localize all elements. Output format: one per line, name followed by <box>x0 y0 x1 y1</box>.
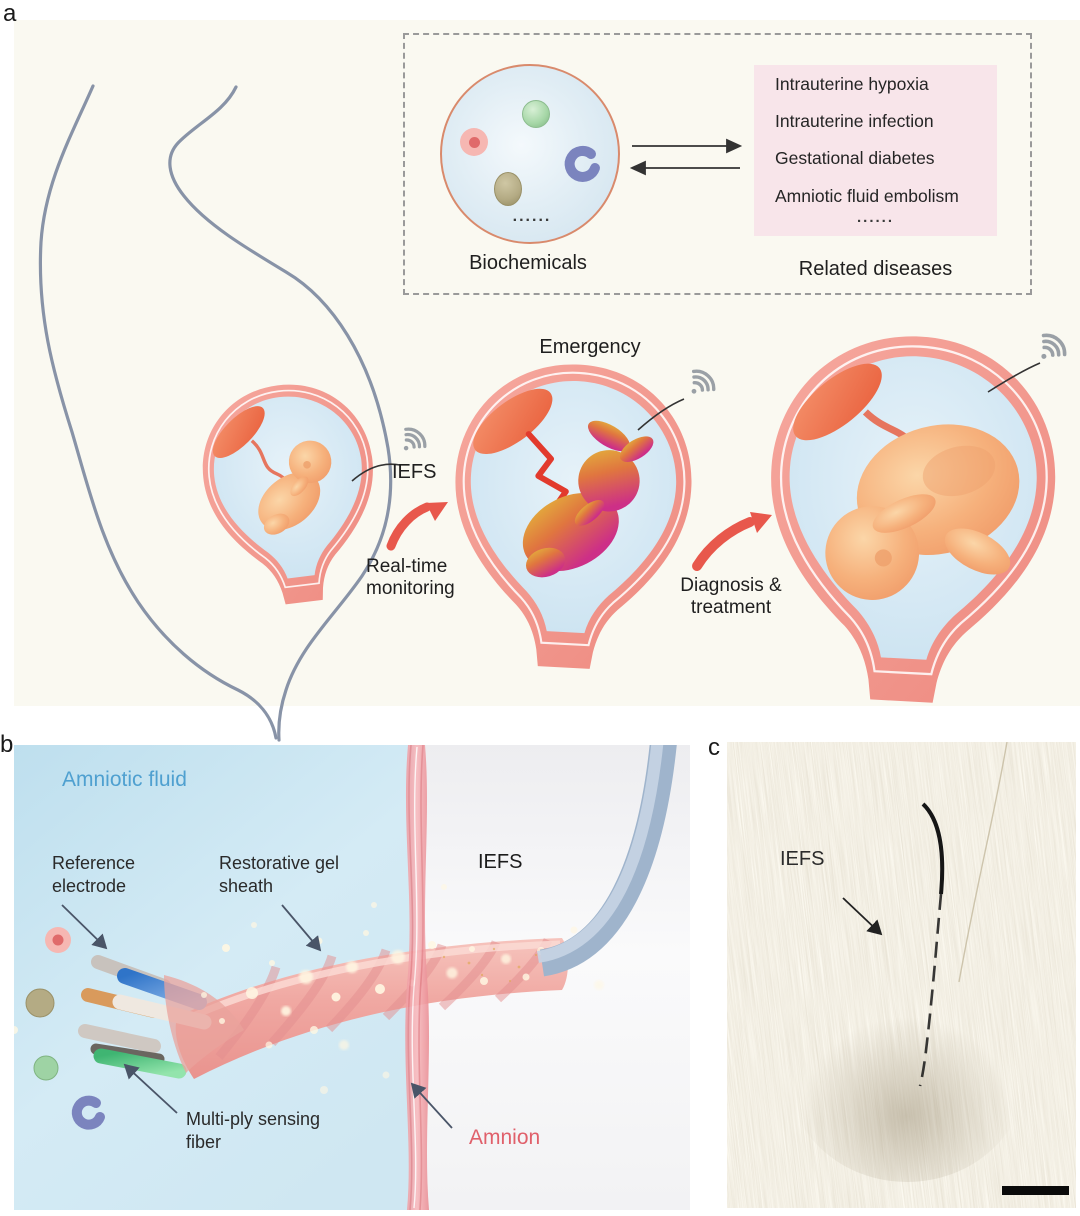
iefs-fiber-in-fur <box>918 802 945 1087</box>
panel-a-letter: a <box>3 0 17 27</box>
diseases-ellipsis: ...... <box>856 209 894 226</box>
reference-electrode-label: Reference electrode <box>52 853 136 896</box>
amnion-label: Amnion <box>469 1126 541 1149</box>
disease-item: Gestational diabetes <box>775 148 935 168</box>
placenta <box>793 363 882 441</box>
multi-ply-fiber-bundle <box>78 955 244 1079</box>
fetus-distressed <box>522 420 654 578</box>
biochemicals-inset-box <box>403 33 1032 295</box>
fetus-late <box>825 424 1020 600</box>
gel-bubbles <box>14 884 604 1094</box>
iefs-pointer-arrow <box>842 897 883 936</box>
emergency-label: Emergency <box>539 336 641 358</box>
annotation-arrows <box>61 904 453 1129</box>
panel-a-illustration <box>38 84 1067 742</box>
restorative-gel-sheath-label: Restorative gel sheath <box>219 853 340 896</box>
biochemical-green-sphere-icon <box>522 100 550 128</box>
fetus <box>258 440 332 535</box>
disease-item: Intrauterine hypoxia <box>775 74 929 94</box>
fur-shadow <box>787 962 1027 1182</box>
placenta <box>212 406 265 458</box>
biochemical-olive-sphere-icon <box>25 988 55 1018</box>
uterus-late <box>771 336 1056 703</box>
panel-c-photo <box>727 742 1076 1208</box>
gel-speckles <box>442 947 556 983</box>
stray-hair <box>958 742 1008 983</box>
green-sensing-fiber <box>93 1048 187 1079</box>
disease-item: Intrauterine infection <box>775 111 934 131</box>
related-diseases-list: Intrauterine hypoxia Intrauterine infect… <box>754 65 997 236</box>
sensor-lead-wires <box>351 362 1041 482</box>
biochemical-olive-sphere-icon <box>494 172 522 206</box>
related-diseases-box <box>754 65 997 236</box>
biochemical-green-sphere-icon <box>33 1055 59 1081</box>
multi-ply-sensing-fiber-label: Multi-ply sensing fiber <box>186 1109 321 1152</box>
amnion-membrane <box>405 745 429 1210</box>
biochemical-pink-cell-core-icon <box>469 137 480 148</box>
panel-c-letter: c <box>708 734 720 761</box>
biochemicals-label: Biochemicals <box>469 252 587 274</box>
uterus-early <box>202 384 373 605</box>
iefs-external-cable <box>536 745 677 977</box>
circle-ellipsis: ...... <box>512 208 552 225</box>
process-arrow-icon <box>386 502 772 571</box>
amniotic-fluid-label: Amniotic fluid <box>62 768 187 791</box>
iefs-label-panel-b: IEFS <box>478 851 523 873</box>
exchange-arrows-icon <box>629 138 743 176</box>
panel-b-letter: b <box>0 731 14 758</box>
scale-bar <box>1002 1186 1069 1195</box>
placenta <box>473 388 553 455</box>
panel-b-illustration <box>14 745 690 1210</box>
amniotic-fluid-sample-circle <box>440 64 620 244</box>
related-diseases-label: Related diseases <box>798 258 953 280</box>
amniotic-fluid-region <box>14 745 416 1210</box>
biochemical-protein-c-icon <box>564 145 600 182</box>
wifi-signal-icon <box>403 333 1067 451</box>
iefs-label-panel-c: IEFS <box>780 848 825 870</box>
uterus-emergency <box>455 364 692 669</box>
iefs-label-panel-a: IEFS <box>392 461 437 483</box>
disease-item: Amniotic fluid embolism <box>775 186 959 206</box>
biochemical-protein-c-icon <box>71 1095 105 1130</box>
biochemicals-in-fluid <box>25 927 105 1130</box>
pregnant-woman-outline <box>38 84 393 742</box>
diagnosis-treatment-label: Diagnosis & treatment <box>680 575 782 619</box>
real-time-monitoring-label: Real-time monitoring <box>366 556 455 600</box>
